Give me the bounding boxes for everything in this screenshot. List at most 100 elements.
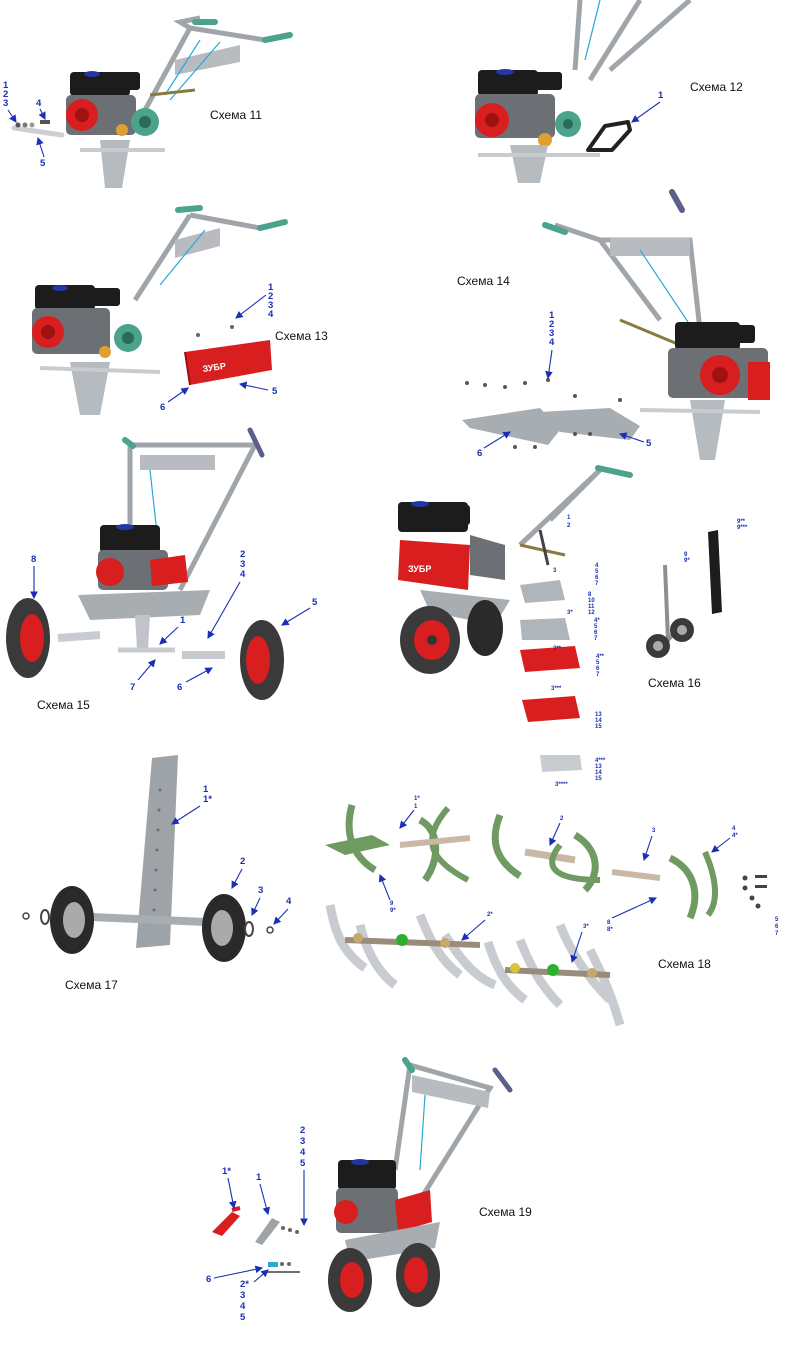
callout-label: 3* <box>567 610 573 616</box>
brand-logo-text: ЗУБР <box>408 564 431 574</box>
scheme-16-title: Схема 16 <box>648 676 701 690</box>
callout-label: 4 <box>36 98 42 109</box>
callout-label: 2 <box>240 856 245 867</box>
callout-label: 5 <box>596 660 600 666</box>
callout-label: 2 <box>240 549 245 560</box>
callout-label: 2* <box>487 912 493 918</box>
callout-label: 3** <box>553 646 562 652</box>
callout-label: 7 <box>130 682 135 693</box>
callout-label: 4 <box>300 1147 306 1158</box>
callout-label: 3 <box>240 1290 245 1301</box>
callout-label: 3*** <box>551 686 562 692</box>
callout-label: 1* <box>414 796 420 802</box>
callout-label: 3 <box>268 300 273 311</box>
callout-label: 1 <box>658 90 664 101</box>
scheme-11-illustration <box>11 15 293 188</box>
callout-label: 1 <box>3 80 9 91</box>
callout-label: 4* <box>732 833 738 839</box>
callout-label: 5 <box>594 624 598 630</box>
scheme-15-illustration <box>6 427 284 700</box>
callout-label: 15 <box>595 776 602 782</box>
callout-label: 5 <box>240 1312 246 1323</box>
callout-label: 6 <box>477 448 482 459</box>
callout-label: 5 <box>300 1158 306 1169</box>
callout-label: 13 <box>595 712 602 718</box>
callout-label: 2 <box>567 523 571 529</box>
scheme-18-illustration <box>325 804 767 1027</box>
scheme-18-callouts: 1* 1 2 3 4 4* 9 9* 2* 3* 8 8* 5 6 7 <box>378 796 779 964</box>
callout-label: 6 <box>595 575 599 581</box>
scheme-17-callouts: 1 1* 2 3 4 <box>171 784 292 925</box>
callout-label: 8 <box>588 592 592 598</box>
scheme-19-callouts: 2 3 4 5 1* 1 6 2* 3 4 5 <box>206 1125 308 1323</box>
scheme-11-title: Схема 11 <box>210 108 262 122</box>
callout-label: 3**** <box>555 782 568 788</box>
scheme-17-illustration <box>22 755 274 962</box>
callout-label: 6 <box>160 402 165 413</box>
scheme-15-callouts: 8 2 3 4 5 1 7 6 <box>30 549 318 693</box>
callout-label: 4 <box>595 563 599 569</box>
callout-label: 2 <box>549 319 554 330</box>
callout-label: 4*** <box>595 758 606 764</box>
callout-label: 8* <box>607 927 613 933</box>
callout-label: 2 <box>3 89 8 100</box>
callout-label: 9** <box>737 519 746 525</box>
callout-label: 9*** <box>737 525 748 531</box>
scheme-14-callouts: 1 2 3 4 5 6 <box>477 310 652 459</box>
callout-label: 1 <box>180 615 186 626</box>
callout-label: 3 <box>3 98 8 109</box>
callout-label: 5 <box>312 597 318 608</box>
callout-label: 10 <box>588 598 595 604</box>
callout-label: 1* <box>222 1166 231 1177</box>
scheme-13-title: Схема 13 <box>275 329 328 343</box>
callout-label: 3 <box>258 885 263 896</box>
scheme-11-callouts: 1 2 3 4 5 <box>3 80 46 169</box>
callout-label: 3* <box>583 924 589 930</box>
callout-label: 7 <box>596 672 600 678</box>
callout-label: 1* <box>203 794 212 805</box>
callout-label: 14 <box>595 770 602 776</box>
callout-label: 5 <box>595 569 599 575</box>
callout-label: 8 <box>31 554 36 565</box>
callout-label: 4* <box>594 618 600 624</box>
callout-label: 1 <box>549 310 555 321</box>
callout-label: 3 <box>300 1136 305 1147</box>
callout-label: 3 <box>553 568 557 574</box>
callout-label: 5 <box>646 438 652 449</box>
callout-label: 4 <box>240 569 246 580</box>
callout-label: 3 <box>549 328 554 339</box>
scheme-12-title: Схема 12 <box>690 80 743 94</box>
callout-label: 6 <box>594 630 598 636</box>
scheme-17-title: Схема 17 <box>65 978 118 992</box>
callout-label: 1 <box>414 804 418 810</box>
callout-label: 4 <box>268 309 274 320</box>
scheme-19-illustration <box>212 1057 513 1312</box>
callout-label: 9* <box>390 908 396 914</box>
callout-label: 1 <box>567 515 571 521</box>
callout-label: 1 <box>268 282 274 293</box>
callout-label: 6 <box>206 1274 211 1285</box>
callout-label: 9 <box>390 901 394 907</box>
scheme-16-illustration: ЗУБР <box>398 465 722 772</box>
callout-label: 2 <box>268 291 273 302</box>
callout-label: 9* <box>684 558 690 564</box>
scheme-13-callouts: 1 2 3 4 5 6 <box>160 282 278 413</box>
callout-label: 15 <box>595 724 602 730</box>
scheme-18-title: Схема 18 <box>658 957 711 971</box>
callout-label: 2* <box>240 1279 249 1290</box>
callout-label: 6 <box>177 682 182 693</box>
callout-label: 4 <box>286 896 292 907</box>
scheme-13-illustration: ЗУБР <box>32 205 288 415</box>
callout-label: 4 <box>549 337 555 348</box>
callout-label: 13 <box>595 764 602 770</box>
callout-label: 3 <box>652 828 656 834</box>
callout-label: 5 <box>775 917 779 923</box>
scheme-16-callouts: 1 2 3 4 5 6 7 8 10 11 12 3* 4* 5 6 7 3**… <box>551 515 748 788</box>
scheme-14-title: Схема 14 <box>457 274 510 288</box>
callout-label: 6 <box>775 924 779 930</box>
scheme-12-illustration <box>475 0 692 183</box>
scheme-14-illustration <box>462 189 770 460</box>
scheme-15-title: Схема 15 <box>37 698 90 712</box>
callout-label: 6 <box>596 666 600 672</box>
